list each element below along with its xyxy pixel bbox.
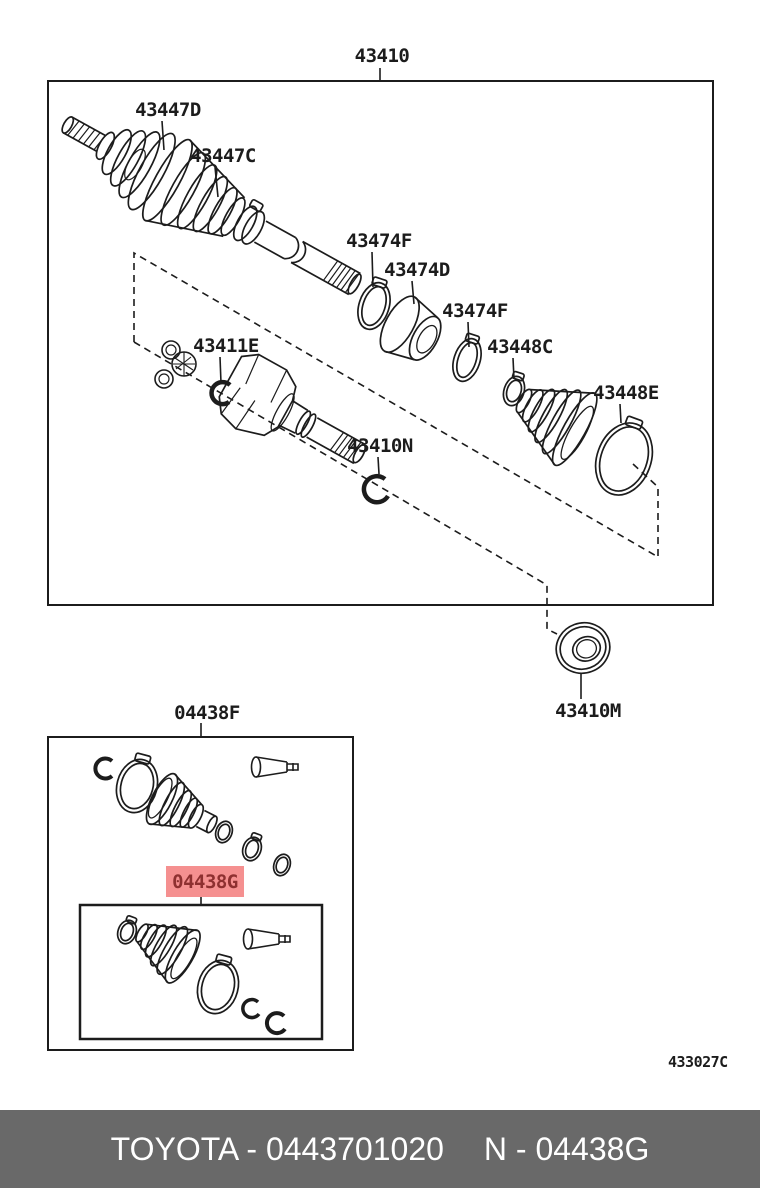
tripod-joint-drawing	[154, 340, 197, 389]
part-callout-43448e[interactable]: 43448E	[593, 382, 659, 404]
part-callout-43410m[interactable]: 43410M	[555, 700, 621, 722]
oil-seal-drawing	[555, 621, 611, 675]
footer-brand-part-number: TOYOTA - 0443701020	[110, 1130, 444, 1167]
boot-kit-outer-contents	[93, 752, 299, 877]
snap-ring-43411e-drawing	[209, 379, 232, 407]
part-callout-43410n[interactable]: 43410N	[347, 435, 413, 457]
kit-small-clamp-drawing	[241, 831, 263, 862]
inner-cv-joint-drawing	[218, 353, 367, 465]
part-callout-43448c[interactable]: 43448C	[487, 336, 553, 358]
part-callout-43410[interactable]: 43410	[354, 45, 410, 67]
inner-cv-boot-drawing	[515, 388, 598, 467]
kit-small-ring-2-drawing	[272, 853, 292, 877]
boot-kit-inner-box	[78, 903, 324, 1041]
part-callout-04438g-highlight[interactable]: 04438G	[166, 866, 244, 897]
footer-bar: TOYOTA - 0443701020 N - 04438G	[0, 1110, 760, 1188]
kit-small-ring-1-drawing	[214, 820, 234, 844]
part-callout-43447c[interactable]: 43447C	[190, 145, 256, 167]
part-callout-04438f[interactable]: 04438F	[174, 702, 240, 724]
footer-reference-number: N - 04438G	[483, 1130, 650, 1167]
kit2-small-clamp-drawing	[116, 914, 138, 945]
part-callout-43474f-2[interactable]: 43474F	[442, 300, 508, 322]
boot-kit-inner-contents	[116, 914, 291, 1036]
kit-c-clip-drawing	[93, 756, 114, 781]
kit2-grease-tube-drawing	[242, 928, 291, 950]
boot-clamp-43448e-drawing	[594, 415, 654, 496]
kit-region-dashed-outline	[133, 251, 659, 635]
part-callout-43447d[interactable]: 43447D	[135, 99, 201, 121]
snap-ring-43410n-drawing	[361, 473, 390, 505]
part-callout-43474d[interactable]: 43474D	[384, 259, 450, 281]
kit-boot-drawing	[145, 772, 218, 834]
kit-large-clamp-drawing	[115, 752, 159, 814]
boot-kit-outer-box	[47, 736, 354, 1051]
boot-clamp-43474f-1-drawing	[357, 276, 391, 331]
outer-cv-axle-drawing	[61, 116, 362, 296]
damper-43474d-drawing	[379, 295, 442, 361]
part-callout-43474f-1[interactable]: 43474F	[346, 230, 412, 252]
drawing-number: 433027C	[668, 1053, 728, 1071]
boot-clamp-43474f-2-drawing	[452, 332, 482, 383]
kit2-small-ring-drawing	[241, 997, 261, 1020]
part-callout-04438g: 04438G	[172, 870, 238, 893]
kit2-c-clip-drawing	[264, 1011, 287, 1036]
kit-grease-tube-drawing	[250, 756, 299, 778]
part-callout-43411e[interactable]: 43411E	[193, 335, 259, 357]
leader-lines	[161, 68, 622, 905]
kit2-large-clamp-drawing	[196, 953, 240, 1015]
kit2-boot-drawing	[135, 923, 201, 984]
